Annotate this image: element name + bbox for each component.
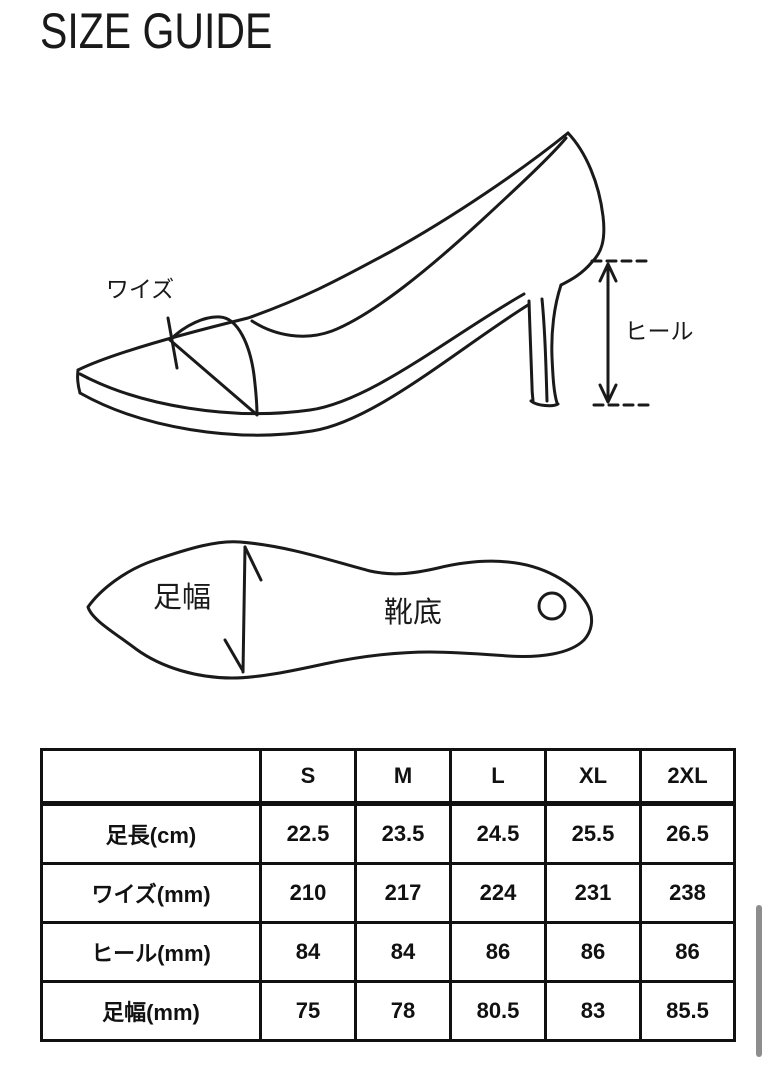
row-label: 足幅(mm): [40, 980, 262, 1042]
size-value-cell: 85.5: [639, 980, 736, 1042]
row-label: ヒール(mm): [40, 921, 262, 983]
sole-outline: [86, 540, 593, 680]
corner-cell: [40, 748, 262, 806]
foot-width-barb-top: [243, 545, 263, 582]
heel-bottom-edge: [529, 399, 560, 408]
width-diagonal-line: [168, 338, 258, 416]
heel-arrowhead-bottom: [598, 383, 618, 404]
heel-back-edge: [550, 283, 563, 405]
size-value-cell: 217: [354, 862, 452, 924]
size-col-header: XL: [544, 748, 642, 806]
toe-front-edge: [76, 368, 82, 395]
size-value-cell: 210: [259, 862, 357, 924]
pump-shoe-diagram: ワイズ ヒール: [76, 131, 694, 437]
size-col-header: M: [354, 748, 452, 806]
size-value-cell: 86: [639, 921, 736, 983]
size-value-cell: 22.5: [259, 802, 357, 865]
size-value-cell: 75: [259, 980, 357, 1042]
sole-label: 靴底: [384, 596, 442, 629]
foot-width-arrow-line: [241, 545, 247, 674]
row-label: ワイズ(mm): [40, 862, 262, 924]
size-value-cell: 83: [544, 980, 642, 1042]
size-value-cell: 78: [354, 980, 452, 1042]
foot-width-label: 足幅: [153, 581, 211, 614]
size-value-cell: 84: [354, 921, 452, 983]
scrollbar-thumb[interactable]: [756, 905, 762, 1057]
size-value-cell: 86: [449, 921, 547, 983]
heel-front-edge: [527, 299, 535, 403]
size-col-header: L: [449, 748, 547, 806]
size-value-cell: 224: [449, 862, 547, 924]
shoe-collar-inner-line: [250, 136, 568, 338]
size-value-cell: 23.5: [354, 802, 452, 865]
size-value-cell: 24.5: [449, 802, 547, 865]
size-value-cell: 25.5: [544, 802, 642, 865]
page-title: SIZE GUIDE: [40, 3, 273, 59]
width-label: ワイズ: [106, 276, 174, 302]
heel-arrowhead-top: [598, 262, 618, 283]
sole-bottom-line: [78, 303, 530, 437]
width-tick-line: [166, 316, 179, 370]
size-value-cell: 26.5: [639, 802, 736, 865]
foot-width-barb-bottom: [223, 638, 245, 673]
size-value-cell: 84: [259, 921, 357, 983]
size-col-header: S: [259, 748, 357, 806]
size-col-header: 2XL: [639, 748, 736, 806]
vamp-seam-arc: [168, 315, 259, 417]
size-value-cell: 86: [544, 921, 642, 983]
shoe-topline: [76, 131, 570, 372]
heel-label: ヒール: [625, 318, 694, 344]
size-value-cell: 231: [544, 862, 642, 924]
sole-welt-line: [78, 292, 526, 416]
row-label: 足長(cm): [40, 802, 262, 865]
size-value-cell: 238: [639, 862, 736, 924]
heel-inner-line: [540, 297, 549, 403]
size-value-cell: 80.5: [449, 980, 547, 1042]
heel-pin-circle: [537, 591, 567, 621]
shoe-back-curve: [559, 131, 606, 287]
sole-diagram: 足幅 靴底: [86, 540, 593, 680]
